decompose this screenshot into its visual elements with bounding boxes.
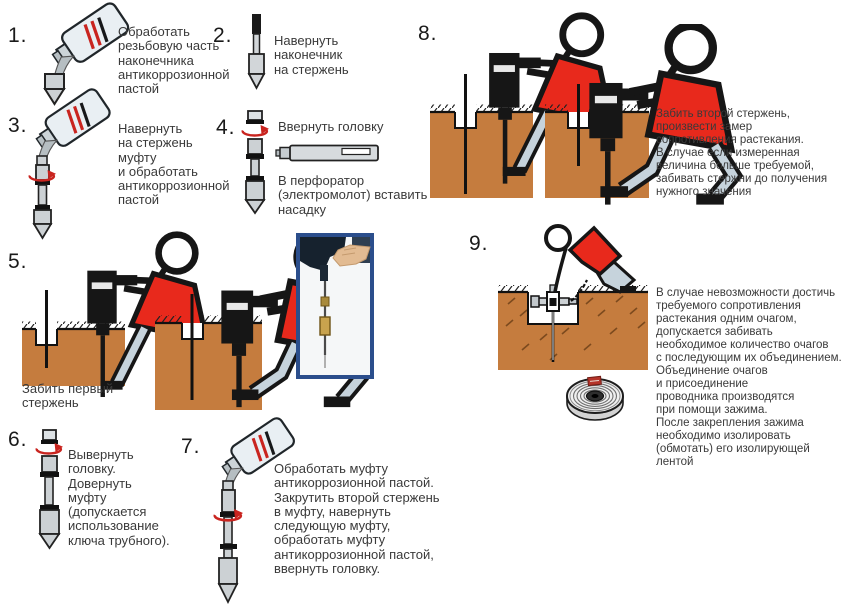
rod-with-head-icon: [241, 110, 270, 215]
rod-with-head-icon: [35, 429, 64, 550]
clamp-icon: [530, 284, 578, 312]
step-5-text: Забить первый стержень: [22, 381, 114, 411]
step-8-text: Забить второй стержень, произвести замер…: [656, 108, 828, 198]
rotation-arrow-icon: [35, 443, 64, 455]
rod-tip-icon: [44, 73, 65, 90]
ground-block: [430, 112, 533, 198]
step-2-number: 2.: [213, 24, 233, 47]
drill-adapter-icon: [275, 144, 379, 162]
step-6-number: 6.: [8, 428, 28, 451]
step-4-text-bottom: В перфоратор (электромолот) вставить нас…: [278, 173, 428, 217]
worker-kneeling-icon: [544, 224, 637, 294]
insulating-tape-roll-icon: [566, 375, 624, 421]
perforator-photo: [296, 233, 374, 379]
step-8-scene: [430, 4, 658, 198]
step-3-text: Навернуть на стержень муфту и обработать…: [118, 121, 230, 208]
step-7-number: 7.: [181, 435, 201, 458]
conductor-wire: [570, 279, 588, 302]
step-9-text: В случае невозможности достичь требуемог…: [656, 287, 842, 468]
paste-bottle-on-rod-icon: [213, 415, 298, 605]
step-7-text: Обработать муфту антикоррозионной пастой…: [274, 461, 440, 577]
step-6-text: Вывернуть головку. Довернуть муфту (допу…: [68, 447, 170, 548]
step-5-scene: [22, 228, 286, 420]
step-9-number: 9.: [469, 232, 489, 255]
step-2-text: Навернуть наконечник на стержень: [274, 33, 349, 77]
rotation-arrow-icon: [241, 125, 270, 137]
step-8-number: 8.: [418, 22, 438, 45]
step-4-text-top: Ввернуть головку: [278, 119, 384, 134]
step-4-number: 4.: [216, 116, 236, 139]
step-5-number: 5.: [8, 250, 28, 273]
step-1-text: Обработать резьбовую часть наконечника а…: [118, 24, 230, 97]
step-1-number: 1.: [8, 24, 28, 47]
step-9-scene: [498, 224, 648, 370]
paste-bottle-icon: [43, 0, 133, 106]
ground-rod-icon: [247, 14, 266, 90]
step-3-number: 3.: [8, 114, 28, 137]
paste-bottle-on-rod-icon: [28, 86, 114, 240]
